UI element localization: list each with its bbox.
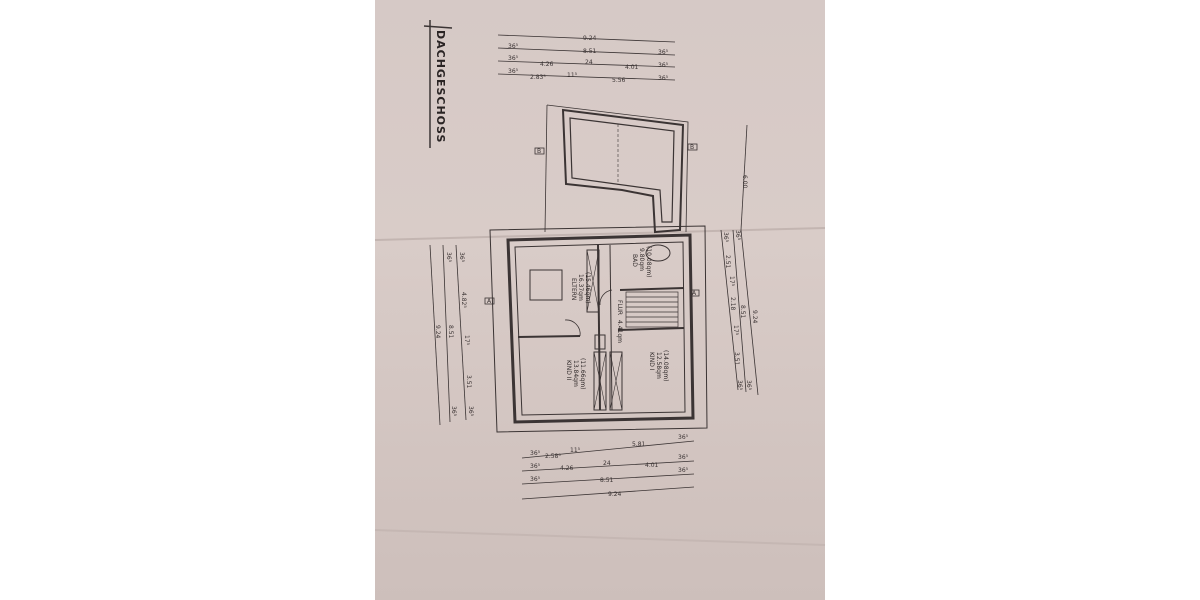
room-area-secondary: (11.66qm) [579,358,586,390]
room-kind-i: KIND I 12.58qm (14.08qm) [648,350,669,382]
dim-label: 4.01 [645,462,659,469]
dim-label: 17⁵ [728,276,735,287]
section-mark: A [487,298,492,305]
dim-label: 36⁵ [530,450,541,457]
room-area-secondary: (10.08qm) [645,246,652,278]
dim-label: 4.26 [560,465,574,472]
dimensions-left [429,244,467,426]
section-marks: B B A A [484,143,700,305]
paper-fold [374,529,826,546]
dim-label: 36⁵ [445,252,452,263]
dim-label: 2.18 [729,297,736,311]
dim-label: 4.82⁵ [460,292,467,308]
dim-label: 36⁵ [678,434,689,441]
dim-label: 36⁵ [450,406,457,417]
room-name: KIND I [648,352,655,371]
title-text: DACHGESCHOSS [434,30,447,143]
dim-label: 36⁵ [467,406,474,417]
dim-label: 36⁵ [658,62,669,69]
dim-label: 9.24 [583,35,597,42]
section-mark: B [690,144,694,151]
dim-label: 5.81 [632,441,646,448]
blueprint-photo [375,0,825,600]
dim-label: 36⁵ [458,252,465,263]
paper-fold [374,227,826,241]
dim-label: 24 [585,59,593,66]
dim-label: 36⁵ [530,463,541,470]
dim-label: 36⁵ [734,230,741,241]
dim-label: 5.56 [612,77,626,84]
dimensions-right [720,124,759,396]
dim-label: 8.51 [739,305,746,319]
room-area-secondary: (14.08qm) [662,350,669,382]
room-area: 13.84qm [572,360,579,387]
balcony [544,104,689,234]
room-name: BAD [631,254,638,267]
dim-label: 9.24 [608,491,622,498]
room-kind-ii: KIND II 13.84qm (11.66qm) [565,358,586,390]
dim-label: 36⁵ [530,476,541,483]
dim-label: 17⁵ [463,335,470,346]
dim-label: 36⁵ [745,380,752,391]
dimensions-top [497,34,676,81]
room-eltern: ELTERN 16.37qm (15.46qm) [570,272,591,304]
room-name: ELTERN [570,278,577,300]
dimensions-bottom [521,440,695,500]
dim-label: 6.00 [741,175,748,189]
dim-label: 9.24 [434,325,441,339]
section-mark: B [537,148,541,155]
dim-label: 4.26 [540,61,554,68]
dim-label: 2.58⁵ [545,453,561,460]
dim-label: 36⁵ [736,380,743,391]
room-flur: FLUR 4.41qm [616,300,623,343]
dim-label: 36⁵ [658,75,669,82]
dim-label: 36⁵ [678,467,689,474]
dim-label: 36⁵ [678,454,689,461]
dim-label: 36⁵ [508,43,519,50]
section-mark: A [692,290,697,297]
room-area: 16.37qm [577,274,584,301]
dim-label: 24 [603,460,611,467]
dim-label: 36⁵ [508,55,519,62]
dim-label: 2.51 [724,255,731,269]
dim-label: 8.51 [600,477,614,484]
dim-label: 8.51 [583,48,597,55]
dim-label: 8.51 [447,325,454,339]
dim-label: 36⁵ [508,68,519,75]
dim-label: 17⁵ [732,325,739,336]
room-bad: BAD 9.80qm (10.08qm) [631,246,652,278]
dim-label: 9.24 [751,310,758,324]
dim-label: 2.83⁵ [530,74,546,81]
drawing-title: DACHGESCHOSS [423,20,453,148]
dim-label: 3.51 [465,375,472,389]
dim-label: 3.51 [733,352,740,366]
dim-label: 11⁵ [567,72,578,79]
room-name: FLUR [616,300,623,315]
dim-label: 36⁵ [722,232,729,243]
room-area: 12.58qm [655,352,662,379]
room-area: 9.80qm [638,248,645,271]
house-walls [489,225,708,433]
room-area-secondary: (15.46qm) [584,272,591,304]
dim-label: 11⁵ [570,447,581,454]
dim-label: 36⁵ [658,49,669,56]
room-name: KIND II [565,360,572,380]
dim-label: 4.01 [625,64,639,71]
room-area: 4.41qm [616,320,623,343]
